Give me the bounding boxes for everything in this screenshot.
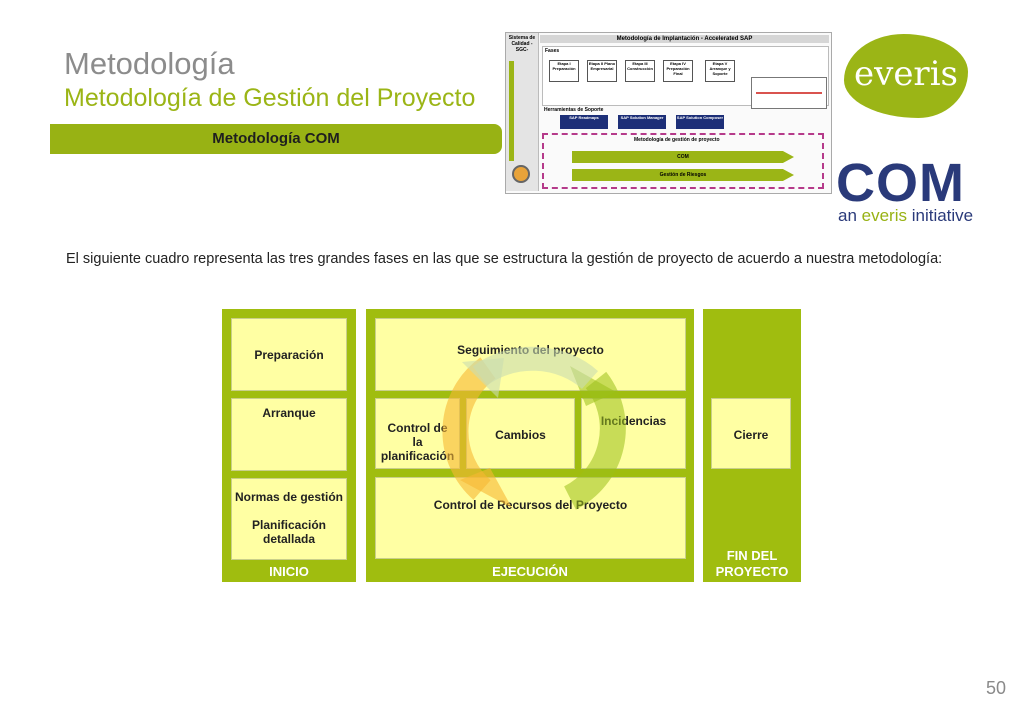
card-cierre: Cierre — [711, 398, 791, 469]
risk-management-arrow: Gestión de Riesgos — [572, 169, 794, 181]
card-arranque: Arranque — [231, 398, 347, 471]
control-line-2: la planificación — [380, 435, 455, 463]
card-recursos: Control de Recursos del Proyecto — [375, 477, 686, 559]
card-spacer — [232, 504, 346, 518]
quality-system-bar — [509, 61, 514, 161]
stage-5: Etapa V Arranque y Soporte — [705, 60, 735, 82]
tool-2: SAP Solution Manager — [618, 115, 666, 129]
phase-fin-label-2: PROYECTO — [715, 564, 789, 579]
tagline-suffix: initiative — [907, 206, 974, 225]
support-tools-box: Herramientas de Soporte SAP Readmaps SAP… — [542, 107, 790, 132]
stage-4: Etapa IV Preparación Final — [663, 60, 693, 82]
roadmap-map-icon — [751, 77, 827, 109]
stage-2: Etapa II Plano Empresarial — [587, 60, 617, 82]
project-management-label: Metodología de gestión de proyecto — [634, 137, 720, 143]
card-normas-planificacion: Normas de gestión Planificación detallad… — [231, 478, 347, 560]
stage-1: Etapa I Preparación — [549, 60, 579, 82]
everis-logo: everis — [844, 34, 968, 118]
card-control-planificacion: Control de la planificación — [375, 398, 460, 469]
quality-system-sidebar: Sistema de Calidad - SGC- — [506, 33, 539, 191]
tool-3: SAP Solution Composer — [676, 115, 724, 129]
phases-label: Fases — [545, 48, 560, 54]
section-band-label: Metodología COM — [212, 130, 340, 147]
roadmap-line — [756, 92, 822, 94]
certification-seal-icon — [512, 165, 530, 183]
card-planificacion-label: Planificación detallada — [251, 518, 327, 546]
com-logo: COM — [836, 153, 965, 213]
section-band: Metodología COM — [50, 124, 502, 154]
phase-ejecucion-label: EJECUCIÓN — [492, 564, 568, 579]
project-management-box: Metodología de gestión de proyecto COM G… — [542, 133, 824, 189]
support-tools-label: Herramientas de Soporte — [544, 107, 604, 113]
card-seguimiento: Seguimiento del proyecto — [375, 318, 686, 391]
phase-inicio-label: INICIO — [269, 564, 309, 579]
control-line-1: Control de — [387, 421, 448, 435]
mini-diagram-title: Metodología de Implantación - Accelerate… — [540, 35, 829, 43]
methodology-overview-diagram: Sistema de Calidad - SGC- Metodología de… — [505, 32, 832, 194]
com-logo-tagline: an everis initiative — [838, 206, 973, 226]
card-normas-label: Normas de gestión — [234, 490, 344, 504]
phase-fin: Cierre FIN DEL PROYECTO — [703, 309, 801, 582]
page-subtitle: Metodología de Gestión del Proyecto — [64, 84, 476, 112]
phase-inicio: Preparación Arranque Normas de gestión P… — [222, 309, 356, 582]
page-title: Metodología — [64, 46, 235, 81]
card-incidencias: Incidencias — [581, 398, 686, 469]
com-arrow: COM — [572, 151, 794, 163]
phase-fin-label-1: FIN DEL — [726, 548, 778, 563]
everis-logo-text: everis — [853, 54, 959, 94]
phases-box: Fases Etapa I Preparación Etapa II Plano… — [542, 46, 829, 109]
phase-ejecucion: Seguimiento del proyecto Control de la p… — [366, 309, 694, 582]
page-number: 50 — [986, 678, 1007, 698]
card-preparacion: Preparación — [231, 318, 347, 391]
quality-system-label: Sistema de Calidad - SGC- — [508, 35, 536, 53]
stage-3: Etapa III Construcción — [625, 60, 655, 82]
tagline-brand: everis — [861, 206, 907, 225]
intro-paragraph: El siguiente cuadro representa las tres … — [66, 251, 943, 267]
card-cambios: Cambios — [466, 398, 575, 469]
tagline-prefix: an — [838, 206, 862, 225]
tool-1: SAP Readmaps — [560, 115, 608, 129]
